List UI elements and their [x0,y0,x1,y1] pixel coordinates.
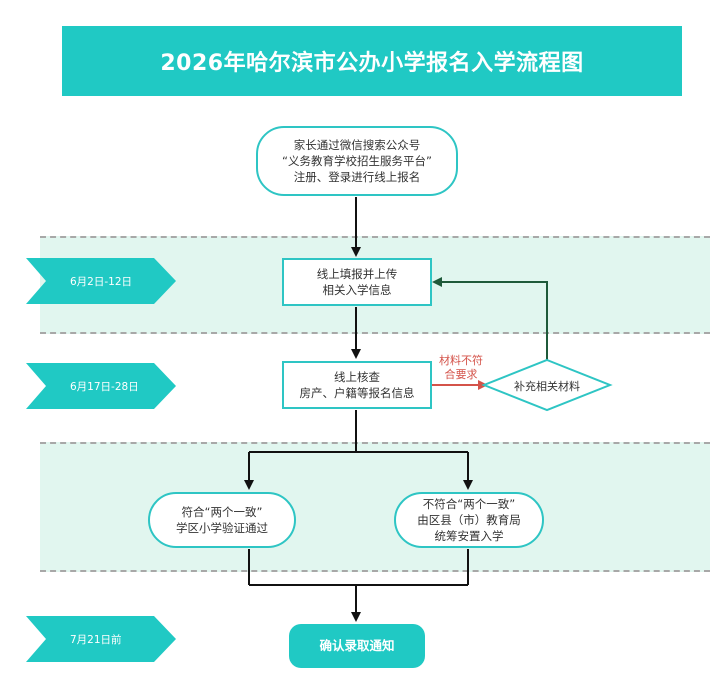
timeline-label: 6月17日-28日 [70,380,139,393]
node-final: 确认录取通知 [289,624,425,668]
supplement-diamond [481,358,613,412]
condition-line: 材料不符 [439,354,483,367]
condition-line: 合要求 [444,368,478,381]
title-banner: 2026年哈尔滨市公办小学报名入学流程图 [62,26,682,96]
node-text-line: 家长通过微信搜索公众号 [293,138,421,152]
condition-label: 材料不符 合要求 [434,354,488,382]
node-text-line: 线上填报并上传 [316,267,398,281]
timeline-tag-3: 7月21日前 [26,616,176,662]
node-text-line: 相关入学信息 [322,283,392,297]
node-text-line: 学区小学验证通过 [176,521,268,535]
node-text-line: 不符合“两个一致” [422,497,516,511]
arrow-supplement-to-fill [432,277,548,360]
node-text-line: 确认录取通知 [319,638,395,653]
tag-arrow-shape [26,363,176,409]
supplement-label: 补充相关材料 [514,380,580,393]
node-start: 家长通过微信搜索公众号 “义务教育学校招生服务平台” 注册、登录进行线上报名 [256,126,458,196]
node-text-line: 线上核查 [334,370,380,384]
node-text-line: “义务教育学校招生服务平台” [282,154,432,168]
node-text-line: 由区县（市）教育局 [417,513,521,527]
tag-arrow-shape [26,258,176,304]
timeline-tag-2: 6月17日-28日 [26,363,176,409]
tag-arrow-shape [26,616,176,662]
node-text-line: 符合“两个一致” [181,505,263,519]
node-inconsistent: 不符合“两个一致” 由区县（市）教育局 统筹安置入学 [394,492,544,548]
node-text-line: 注册、登录进行线上报名 [293,170,421,184]
page-title: 2026年哈尔滨市公办小学报名入学流程图 [160,51,584,76]
timeline-label: 6月2日-12日 [70,275,133,288]
node-verify: 线上核查 房产、户籍等报名信息 [282,361,432,409]
node-fill-info: 线上填报并上传 相关入学信息 [282,258,432,306]
node-text-line: 统筹安置入学 [434,529,504,543]
timeline-label: 7月21日前 [70,633,122,646]
timeline-tag-1: 6月2日-12日 [26,258,176,304]
node-text-line: 房产、户籍等报名信息 [299,386,415,400]
node-consistent: 符合“两个一致” 学区小学验证通过 [148,492,296,548]
